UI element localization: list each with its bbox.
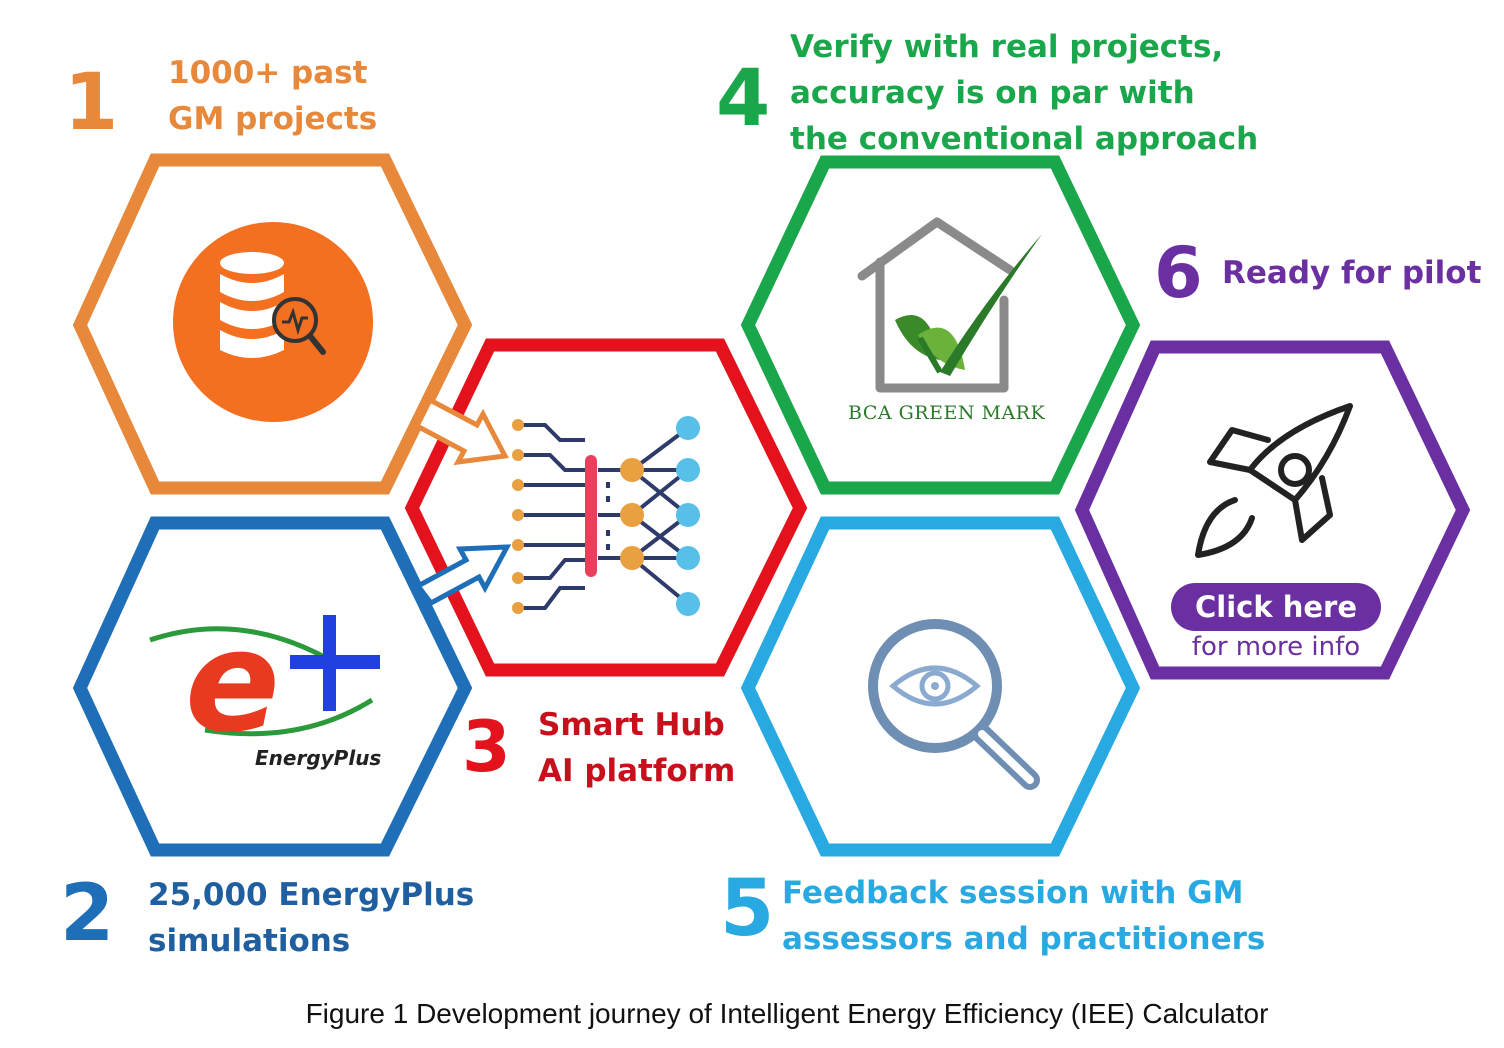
svg-text:e: e — [185, 601, 280, 764]
step-4-line-1: Verify with real projects, — [790, 29, 1224, 65]
step-6-label: Ready for pilot — [1222, 250, 1481, 296]
step-5-label: Feedback session with GM assessors and p… — [782, 870, 1265, 962]
step-2-line-1: 25,000 EnergyPlus — [148, 877, 475, 913]
step-3-line-2: AI platform — [538, 753, 736, 789]
step-4-number: 4 — [716, 54, 771, 144]
figure-caption: Figure 1 Development journey of Intellig… — [305, 998, 1269, 1029]
click-here-button[interactable]: Click here — [1171, 583, 1381, 631]
step-5-line-1: Feedback session with GM — [782, 875, 1244, 911]
step-5-line-2: assessors and practitioners — [782, 921, 1266, 957]
step-2-number: 2 — [60, 869, 115, 959]
bca-green-mark-text: BCA GREEN MARK — [848, 402, 1046, 424]
step-3-label: Smart Hub AI platform — [538, 702, 735, 794]
energyplus-logo-text: EnergyPlus — [255, 746, 382, 770]
step-3-number: 3 — [462, 706, 511, 788]
step-6-line-1: Ready for pilot — [1222, 255, 1482, 291]
step-3-line-1: Smart Hub — [538, 707, 725, 743]
step-4-label: Verify with real projects, accuracy is o… — [790, 24, 1258, 162]
step-2-line-2: simulations — [148, 923, 351, 959]
step-1-line-2: GM projects — [168, 101, 378, 137]
step-6-number: 6 — [1154, 232, 1203, 314]
step-1-line-1: 1000+ past — [168, 55, 368, 91]
step-4-line-3: the conventional approach — [790, 121, 1259, 157]
more-info-link[interactable]: for more info — [1191, 632, 1361, 662]
step-5-number: 5 — [720, 864, 775, 954]
step-1-label: 1000+ past GM projects — [168, 50, 377, 142]
step-4-line-2: accuracy is on par with — [790, 75, 1195, 111]
step-1-number: 1 — [64, 58, 119, 148]
step-2-label: 25,000 EnergyPlus simulations — [148, 872, 474, 964]
